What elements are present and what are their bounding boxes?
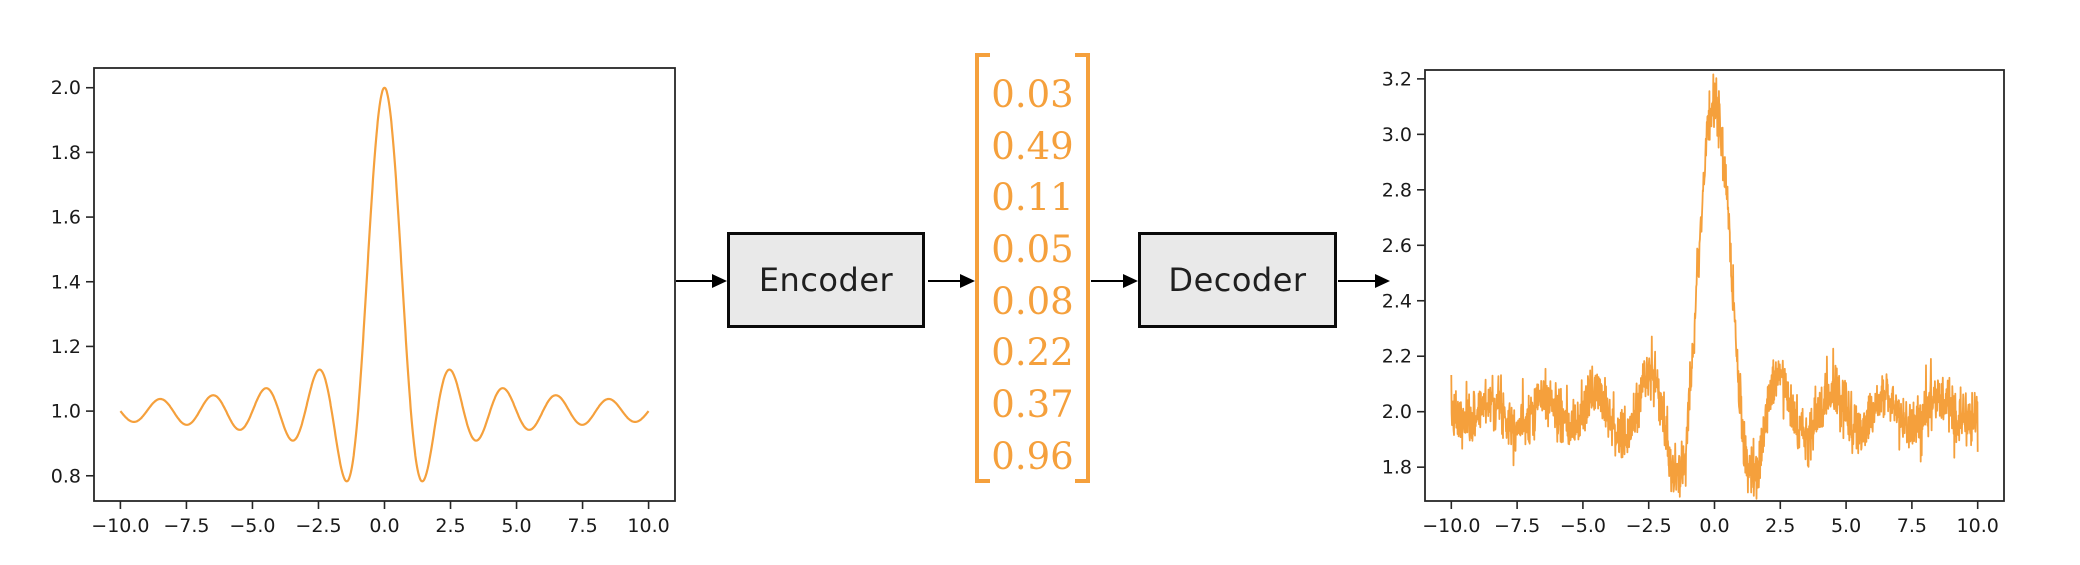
axes-spines [93,67,676,502]
y-tick-label: 0.8 [51,465,81,487]
arrow-input-to-encoder [676,274,727,288]
y-tick-label: 1.0 [51,401,81,423]
y-tick-label: 1.6 [51,207,81,229]
x-tick-label: 10.0 [1957,515,1999,537]
x-tick-label: −5.0 [1560,515,1606,537]
x-tick-label: 5.0 [1831,515,1861,537]
input-signal-plot: −10.0 −7.5 −5.0 −2.5 0.0 2.5 5.0 7.5 10.0 0.8 1.0 1… [0,0,700,565]
arrow-shaft [1338,279,1377,283]
decoder-box: Decoder [1138,232,1337,328]
y-tick-label: 3.0 [1382,124,1412,146]
latent-value: 0.22 [991,331,1074,375]
y-tick-label: 1.8 [1382,457,1412,479]
x-tick-label: 5.0 [501,515,531,537]
arrowhead-icon [1123,274,1138,288]
x-tick-label: −10.0 [91,515,149,537]
latent-value: 0.49 [991,124,1074,168]
encoder-label: Encoder [758,261,894,299]
y-tick-label: 1.4 [51,271,81,293]
arrow-shaft [928,279,962,283]
latent-value: 0.08 [991,279,1074,323]
arrow-decoder-to-output [1338,274,1390,288]
x-tick-label: 0.0 [369,515,399,537]
reconstructed-signal-svg: −10.0 −7.5 −5.0 −2.5 0.0 2.5 5.0 7.5 10.0 1.8 2.0 2… [1382,68,2005,537]
y-tick-label: 2.4 [1382,290,1412,312]
latent-vector-values: 0.03 0.49 0.11 0.05 0.08 0.22 0.37 0.96 [985,69,1080,483]
x-tick-label: −7.5 [163,515,209,537]
x-tick-label: −2.5 [295,515,341,537]
y-tick-label: 2.8 [1382,179,1412,201]
input-signal-curve [119,86,650,483]
latent-value: 0.37 [991,383,1074,427]
latent-vector: 0.03 0.49 0.11 0.05 0.08 0.22 0.37 0.96 [975,53,1090,483]
latent-value: 0.11 [991,176,1074,220]
input-signal-svg: −10.0 −7.5 −5.0 −2.5 0.0 2.5 5.0 7.5 10.0 0.8 1.0 1… [51,67,676,537]
encoder-box: Encoder [727,232,925,328]
arrow-encoder-to-latent [928,274,975,288]
x-tick-label: 0.0 [1699,515,1729,537]
y-tick-label: 2.0 [1382,401,1412,423]
y-tick-label: 2.2 [1382,346,1412,368]
latent-value: 0.05 [991,228,1074,272]
x-tick-label: 2.5 [1765,515,1795,537]
arrowhead-icon [1375,274,1390,288]
arrowhead-icon [960,274,975,288]
y-tick-label: 2.6 [1382,235,1412,257]
x-tick-label: 10.0 [627,515,669,537]
latent-value: 0.96 [991,434,1074,478]
y-tick-label: 3.2 [1382,68,1412,90]
y-tick-label: 2.0 [51,77,81,99]
arrow-shaft [1091,279,1125,283]
x-tick-label: 7.5 [1897,515,1927,537]
left-bracket-icon [975,53,990,483]
x-tick-label: −7.5 [1494,515,1540,537]
right-bracket-icon [1075,53,1090,483]
reconstructed-signal-curve [1450,73,1979,500]
x-tick-label: −2.5 [1626,515,1672,537]
y-tick-label: 1.8 [51,142,81,164]
arrow-shaft [676,279,714,283]
x-tick-label: −10.0 [1422,515,1480,537]
arrowhead-icon [712,274,727,288]
decoder-label: Decoder [1168,261,1307,299]
x-tick-label: 7.5 [567,515,597,537]
x-tick-label: 2.5 [435,515,465,537]
x-tick-label: −5.0 [229,515,275,537]
latent-value: 0.03 [991,73,1074,116]
y-tick-label: 1.2 [51,336,81,358]
arrow-latent-to-decoder [1091,274,1138,288]
reconstruction-plot: −10.0 −7.5 −5.0 −2.5 0.0 2.5 5.0 7.5 10.0 1.8 2.0 2… [1380,0,2080,565]
